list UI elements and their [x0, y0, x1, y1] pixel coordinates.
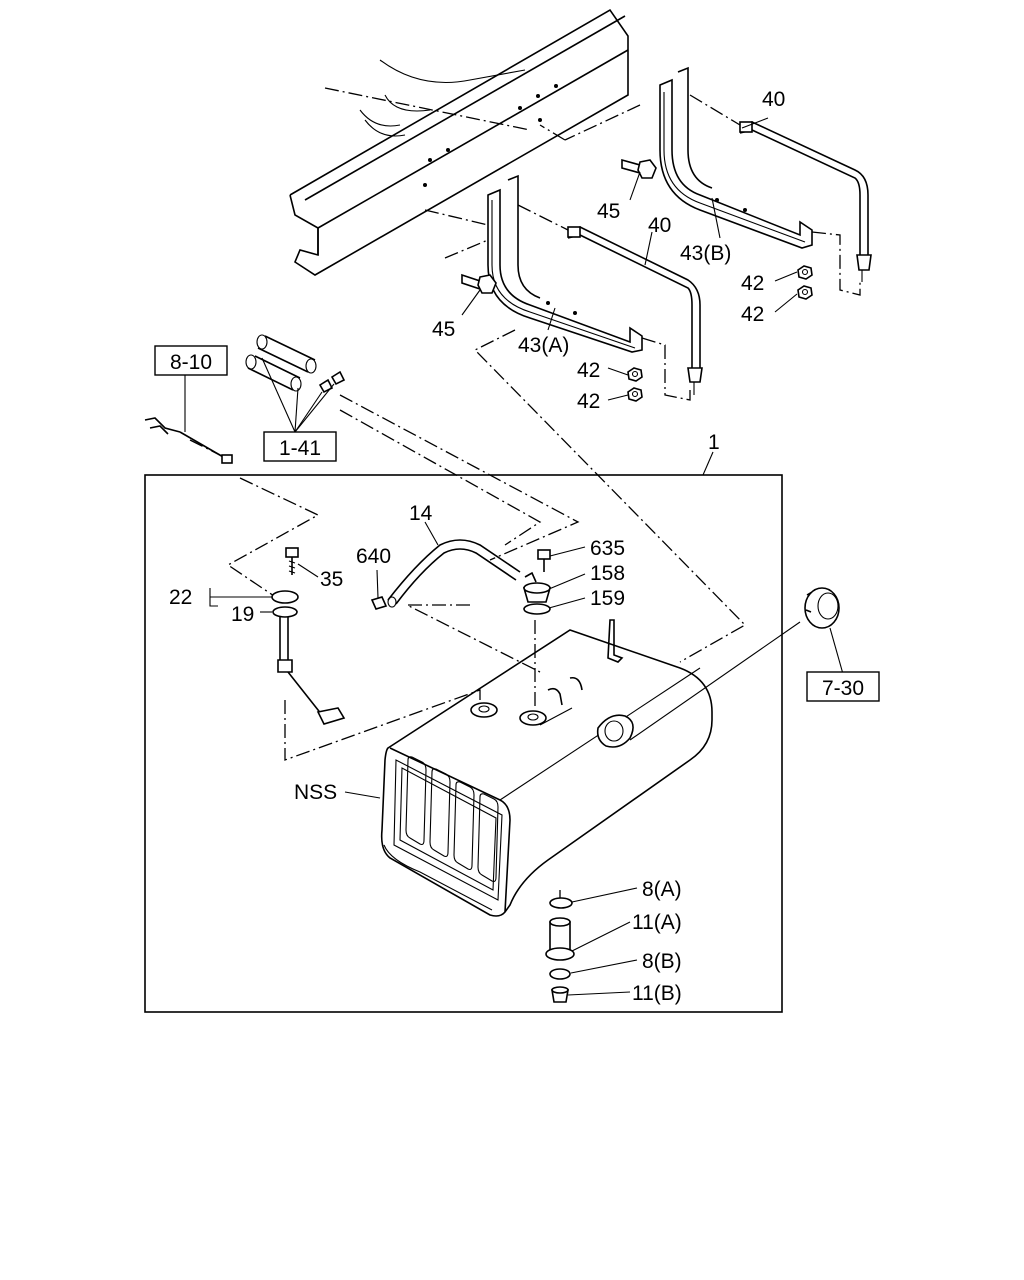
label-42-l1: 42: [577, 359, 600, 382]
part-labels: 40 40 43(B) 43(A) 45 45 42 42 42 42 1 14…: [169, 88, 785, 1005]
assembly-box: [144, 474, 783, 1013]
fuel-cap: [804, 587, 840, 629]
ref-box-7-30[interactable]: 7-30: [806, 671, 880, 702]
ref-label-8-10: 8-10: [170, 351, 212, 374]
label-45-upper: 45: [597, 200, 620, 223]
label-43a: 43(A): [518, 334, 569, 357]
label-14: 14: [409, 502, 433, 525]
drain-parts: [545, 890, 575, 1003]
label-635: 635: [590, 537, 625, 560]
label-35: 35: [320, 568, 343, 591]
leader-lines: [209, 117, 844, 996]
label-40-lower: 40: [648, 214, 671, 237]
label-11b: 11(B): [632, 982, 682, 1005]
ref-box-8-10[interactable]: 8-10: [154, 345, 228, 376]
label-19: 19: [231, 603, 254, 626]
label-11a: 11(A): [632, 911, 682, 934]
ref-label-7-30: 7-30: [822, 677, 864, 700]
label-43b: 43(B): [680, 242, 731, 265]
label-22: 22: [169, 586, 192, 609]
nuts-42-right: [797, 265, 813, 300]
label-42-l2: 42: [577, 390, 600, 413]
bolt-45-upper: [621, 158, 657, 179]
label-8a: 8(A): [642, 878, 682, 901]
ref-box-1-41[interactable]: 1-41: [263, 431, 337, 462]
label-1: 1: [708, 431, 720, 454]
label-640: 640: [356, 545, 391, 568]
bracket-43a-assembly: [424, 174, 703, 401]
frame-rail: [289, 8, 629, 276]
vent-valve-158-159: [522, 571, 552, 615]
label-45-lower: 45: [432, 318, 455, 341]
label-8b: 8(B): [642, 950, 682, 973]
assembly-guide-lines: [226, 329, 747, 761]
label-42-r2: 42: [741, 303, 764, 326]
bolt-45-lower: [461, 273, 497, 294]
label-40-upper: 40: [762, 88, 785, 111]
clamp-640: [370, 596, 388, 610]
hose-14: [387, 539, 521, 608]
screw-35: [285, 547, 299, 575]
fuel-tank: [380, 619, 713, 917]
nuts-42-left: [627, 367, 643, 402]
fuel-sender-unit: [271, 590, 346, 725]
vent-hoses: [245, 334, 346, 433]
label-158: 158: [590, 562, 625, 585]
label-159: 159: [590, 587, 625, 610]
sender-harness: [144, 375, 233, 464]
leader-1: [702, 451, 714, 476]
label-42-r1: 42: [741, 272, 764, 295]
screw-635: [537, 549, 551, 572]
ref-label-1-41: 1-41: [279, 437, 321, 460]
label-nss: NSS: [294, 781, 337, 804]
bracket-43b-assembly: [539, 66, 872, 296]
